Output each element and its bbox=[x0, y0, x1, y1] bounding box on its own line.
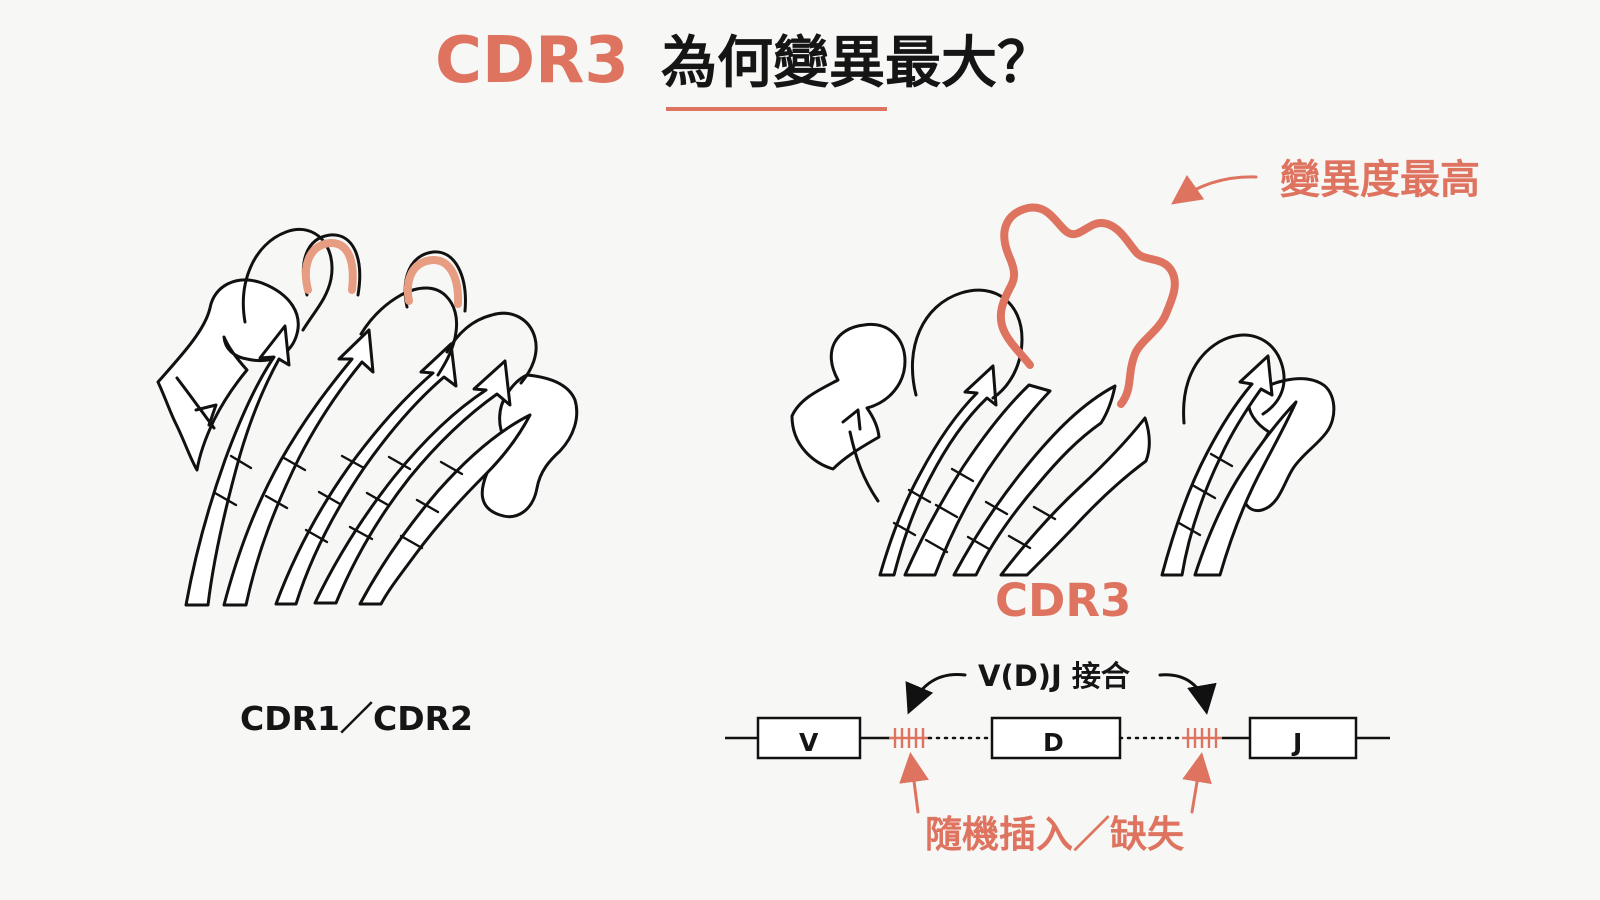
variability-arrow bbox=[1171, 174, 1258, 205]
left-strand-3 bbox=[274, 342, 458, 606]
ladder-7 bbox=[340, 454, 366, 470]
variability-label: 變異度最高 bbox=[1280, 157, 1480, 203]
right-insertion-ticks bbox=[1182, 728, 1222, 748]
right-loop-left bbox=[790, 322, 907, 471]
right-strand-3 bbox=[952, 384, 1117, 577]
junction-arrow-right bbox=[1158, 673, 1217, 715]
right-antibody-structure bbox=[790, 203, 1336, 577]
ladder-1 bbox=[213, 491, 238, 507]
right-loop-connector-1 bbox=[911, 288, 1024, 400]
ladder-8 bbox=[348, 525, 374, 541]
ladder-3 bbox=[264, 494, 289, 510]
d-segment-label: D bbox=[1043, 728, 1064, 757]
insertion-arrow-right bbox=[1182, 752, 1212, 814]
title-group: CDR3 為何變異最大？ bbox=[435, 24, 1053, 111]
left-insertion-ticks bbox=[889, 728, 929, 748]
cdr1-loop-highlight bbox=[301, 239, 357, 294]
ladder-12 bbox=[415, 498, 440, 514]
left-panel-label: CDR1／CDR2 bbox=[240, 699, 473, 738]
right-ladder-5 bbox=[950, 467, 975, 483]
left-loop-connector-3 bbox=[445, 311, 538, 385]
right-ladder-7 bbox=[984, 500, 1009, 516]
right-left-arrowline bbox=[848, 430, 880, 503]
insertion-arrow-left bbox=[899, 752, 929, 814]
left-loop-connector-2 bbox=[359, 286, 459, 377]
insertion-note: 隨機插入／缺失 bbox=[925, 813, 1185, 856]
vdj-diagram: V(D)J 接合 V D bbox=[725, 659, 1390, 856]
cdr3-loop-highlight bbox=[996, 203, 1179, 408]
ladder-4 bbox=[282, 456, 307, 472]
ladder-11 bbox=[399, 534, 424, 550]
right-ladder-10 bbox=[1177, 521, 1202, 537]
cdr3-label: CDR3 bbox=[995, 574, 1131, 627]
ladder-13 bbox=[439, 460, 464, 476]
right-ladder-4 bbox=[934, 503, 959, 519]
left-loop-connector-1 bbox=[241, 228, 334, 332]
j-segment-box bbox=[1248, 716, 1358, 760]
right-left-arrowhead bbox=[841, 408, 862, 431]
left-loop-left bbox=[156, 278, 300, 472]
right-ladder-6 bbox=[966, 535, 991, 551]
junction-label: V(D)J 接合 bbox=[978, 659, 1130, 693]
right-strand-6 bbox=[1193, 400, 1298, 577]
right-ladder-1 bbox=[892, 521, 917, 537]
ladder-10 bbox=[387, 455, 412, 471]
right-strand-2 bbox=[903, 383, 1052, 577]
v-segment-label: V bbox=[799, 728, 819, 757]
left-strand-1 bbox=[184, 324, 291, 607]
right-strand-4 bbox=[999, 416, 1151, 577]
right-back-loop bbox=[480, 373, 579, 518]
right-ladder-3 bbox=[924, 538, 949, 554]
left-antibody-structure bbox=[156, 228, 579, 607]
right-ladder-8 bbox=[1007, 534, 1032, 550]
right-ladder-12 bbox=[1209, 452, 1234, 468]
junction-arrow-left bbox=[905, 673, 967, 715]
ladder-5 bbox=[304, 528, 329, 544]
right-strand-5 bbox=[1160, 354, 1274, 577]
cdr3-loop-outline bbox=[999, 206, 1177, 406]
variability-annotation: 變異度最高 bbox=[1171, 157, 1480, 205]
right-strand-1 bbox=[878, 364, 998, 577]
left-strand-2 bbox=[222, 328, 375, 607]
j-segment-label: J bbox=[1291, 728, 1302, 757]
ladder-9 bbox=[365, 491, 390, 507]
right-ladder-11 bbox=[1192, 484, 1217, 500]
title-main: 為何變異最大？ bbox=[661, 31, 1053, 96]
left-arrowhead-1 bbox=[194, 403, 218, 427]
right-ladder-9 bbox=[1032, 505, 1057, 521]
right-loop-connector-2 bbox=[1182, 333, 1286, 425]
right-ladder-2 bbox=[907, 488, 932, 504]
left-strand-4 bbox=[313, 359, 512, 605]
ladder-6 bbox=[317, 490, 342, 506]
ladder-2 bbox=[229, 454, 253, 470]
cdr2-loop-highlight bbox=[404, 256, 463, 308]
title-prefix: CDR3 bbox=[435, 24, 629, 98]
left-strand-5 bbox=[358, 413, 532, 606]
